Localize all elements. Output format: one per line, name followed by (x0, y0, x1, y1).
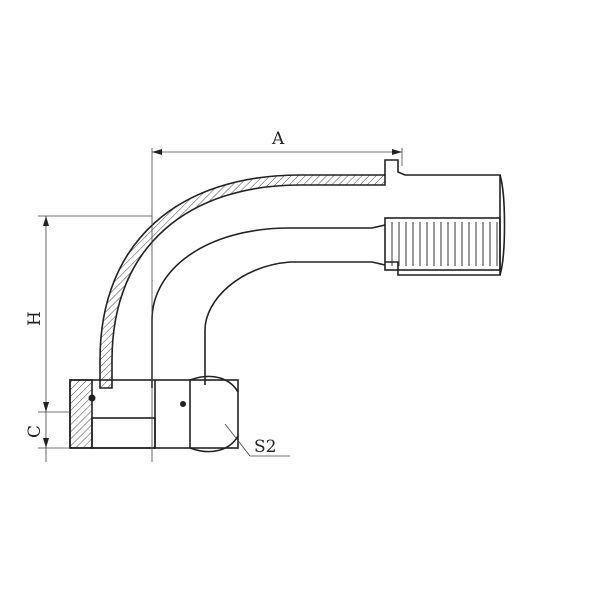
nut-bore (91, 417, 156, 449)
elbow-inner-curve (151, 227, 372, 388)
dim-h-arrow-bottom (43, 402, 49, 412)
s2-label: S2 (254, 437, 276, 457)
retaining-ball (88, 394, 96, 402)
s2-leader (224, 423, 251, 457)
hose-tail-serrations (391, 222, 498, 266)
elbow-bore-curve (204, 261, 372, 385)
nut-chamfer (189, 375, 239, 453)
nut-section-left (69, 379, 93, 449)
tail-collar (384, 159, 501, 276)
dim-h-arrow-top (43, 216, 49, 226)
dim-c-arrow-bottom (43, 438, 49, 448)
tail-shoulder (371, 224, 386, 229)
hose-tail-end (499, 174, 506, 276)
dim-a-arrow-right (392, 149, 402, 155)
tail-shoulder-lower (371, 261, 386, 266)
nut-body (69, 379, 239, 449)
elbow-wall-section (99, 174, 386, 389)
retaining-ball-right (180, 401, 186, 407)
dim-a-arrow-left (152, 149, 162, 155)
hose-tail (384, 217, 501, 271)
dim-h-label: H (25, 311, 45, 326)
dim-c-label: C (25, 425, 45, 438)
dim-a-label: A (271, 129, 285, 149)
